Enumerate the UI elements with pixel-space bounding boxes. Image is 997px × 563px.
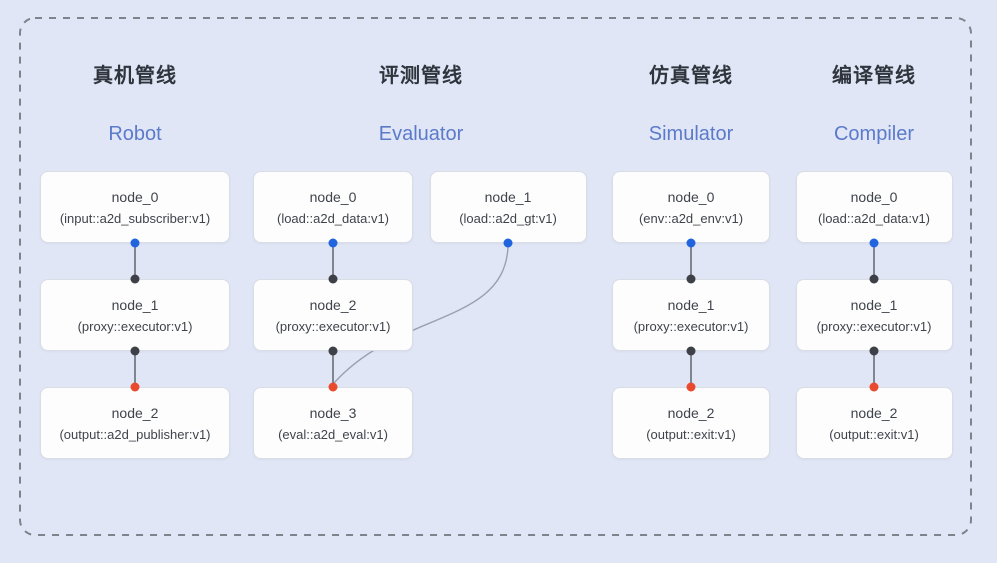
node-card-compiler-node_1[interactable]: node_1(proxy::executor:v1) [795, 279, 953, 351]
node-name: node_0 [309, 188, 357, 205]
pipeline-title-en: Robot [108, 123, 162, 145]
node-type: (proxy::executor:v1) [633, 318, 749, 334]
node-card-simulator-node_0[interactable]: node_0(env::a2d_env:v1) [612, 171, 770, 243]
node-card-evaluator-node_3[interactable]: node_3(eval::a2d_eval:v1) [253, 387, 413, 459]
node-name: node_2 [850, 404, 898, 421]
node-name: node_2 [667, 404, 715, 421]
pipeline-title-cn: 编译管线 [832, 65, 916, 87]
node-name: node_1 [484, 188, 532, 205]
pipeline-heading-simulator: 仿真管线 Simulator [649, 63, 733, 147]
node-card-robot-node_1[interactable]: node_1(proxy::executor:v1) [40, 279, 230, 351]
node-card-compiler-node_2[interactable]: node_2(output::exit:v1) [795, 387, 953, 459]
node-name: node_0 [850, 188, 898, 205]
node-card-simulator-node_1[interactable]: node_1(proxy::executor:v1) [612, 279, 770, 351]
node-type: (input::a2d_subscriber:v1) [59, 210, 211, 226]
pipeline-title-en: Evaluator [378, 123, 464, 145]
node-name: node_2 [309, 296, 357, 313]
node-name: node_1 [111, 296, 159, 313]
pipeline-title-en: Compiler [833, 123, 915, 145]
pipeline-title-en: Simulator [648, 123, 734, 145]
node-card-compiler-node_0[interactable]: node_0(load::a2d_data:v1) [795, 171, 953, 243]
node-type: (env::a2d_env:v1) [638, 210, 744, 226]
node-type: (proxy::executor:v1) [275, 318, 391, 334]
node-name: node_0 [111, 188, 159, 205]
pipeline-heading-compiler: 编译管线 Compiler [832, 63, 916, 147]
node-card-evaluator-node_0[interactable]: node_0(load::a2d_data:v1) [253, 171, 413, 243]
node-type: (proxy::executor:v1) [77, 318, 193, 334]
pipeline-heading-evaluator: 评测管线 Evaluator [379, 63, 464, 147]
node-type: (load::a2d_data:v1) [817, 210, 931, 226]
node-type: (eval::a2d_eval:v1) [278, 426, 388, 442]
pipeline-title-cn: 评测管线 [379, 65, 463, 87]
node-name: node_3 [309, 404, 357, 421]
node-name: node_1 [667, 296, 715, 313]
node-type: (output::a2d_publisher:v1) [59, 426, 211, 442]
cross-link-curve [333, 246, 509, 384]
node-name: node_2 [111, 404, 159, 421]
node-card-evaluator-node_1[interactable]: node_1(load::a2d_gt:v1) [429, 171, 587, 243]
node-name: node_0 [667, 188, 715, 205]
node-type: (load::a2d_gt:v1) [459, 210, 557, 226]
node-type: (proxy::executor:v1) [816, 318, 932, 334]
pipeline-title-cn: 真机管线 [93, 65, 177, 87]
node-type: (load::a2d_data:v1) [276, 210, 390, 226]
pipeline-title-cn: 仿真管线 [648, 65, 733, 87]
node-type: (output::exit:v1) [646, 426, 736, 442]
node-card-robot-node_0[interactable]: node_0(input::a2d_subscriber:v1) [40, 171, 230, 243]
node-card-simulator-node_2[interactable]: node_2(output::exit:v1) [612, 387, 770, 459]
node-type: (output::exit:v1) [829, 426, 919, 442]
node-card-evaluator-node_2[interactable]: node_2(proxy::executor:v1) [253, 279, 413, 351]
pipeline-heading-robot: 真机管线 Robot [93, 63, 177, 147]
node-card-robot-node_2[interactable]: node_2(output::a2d_publisher:v1) [40, 387, 230, 459]
node-name: node_1 [850, 296, 898, 313]
